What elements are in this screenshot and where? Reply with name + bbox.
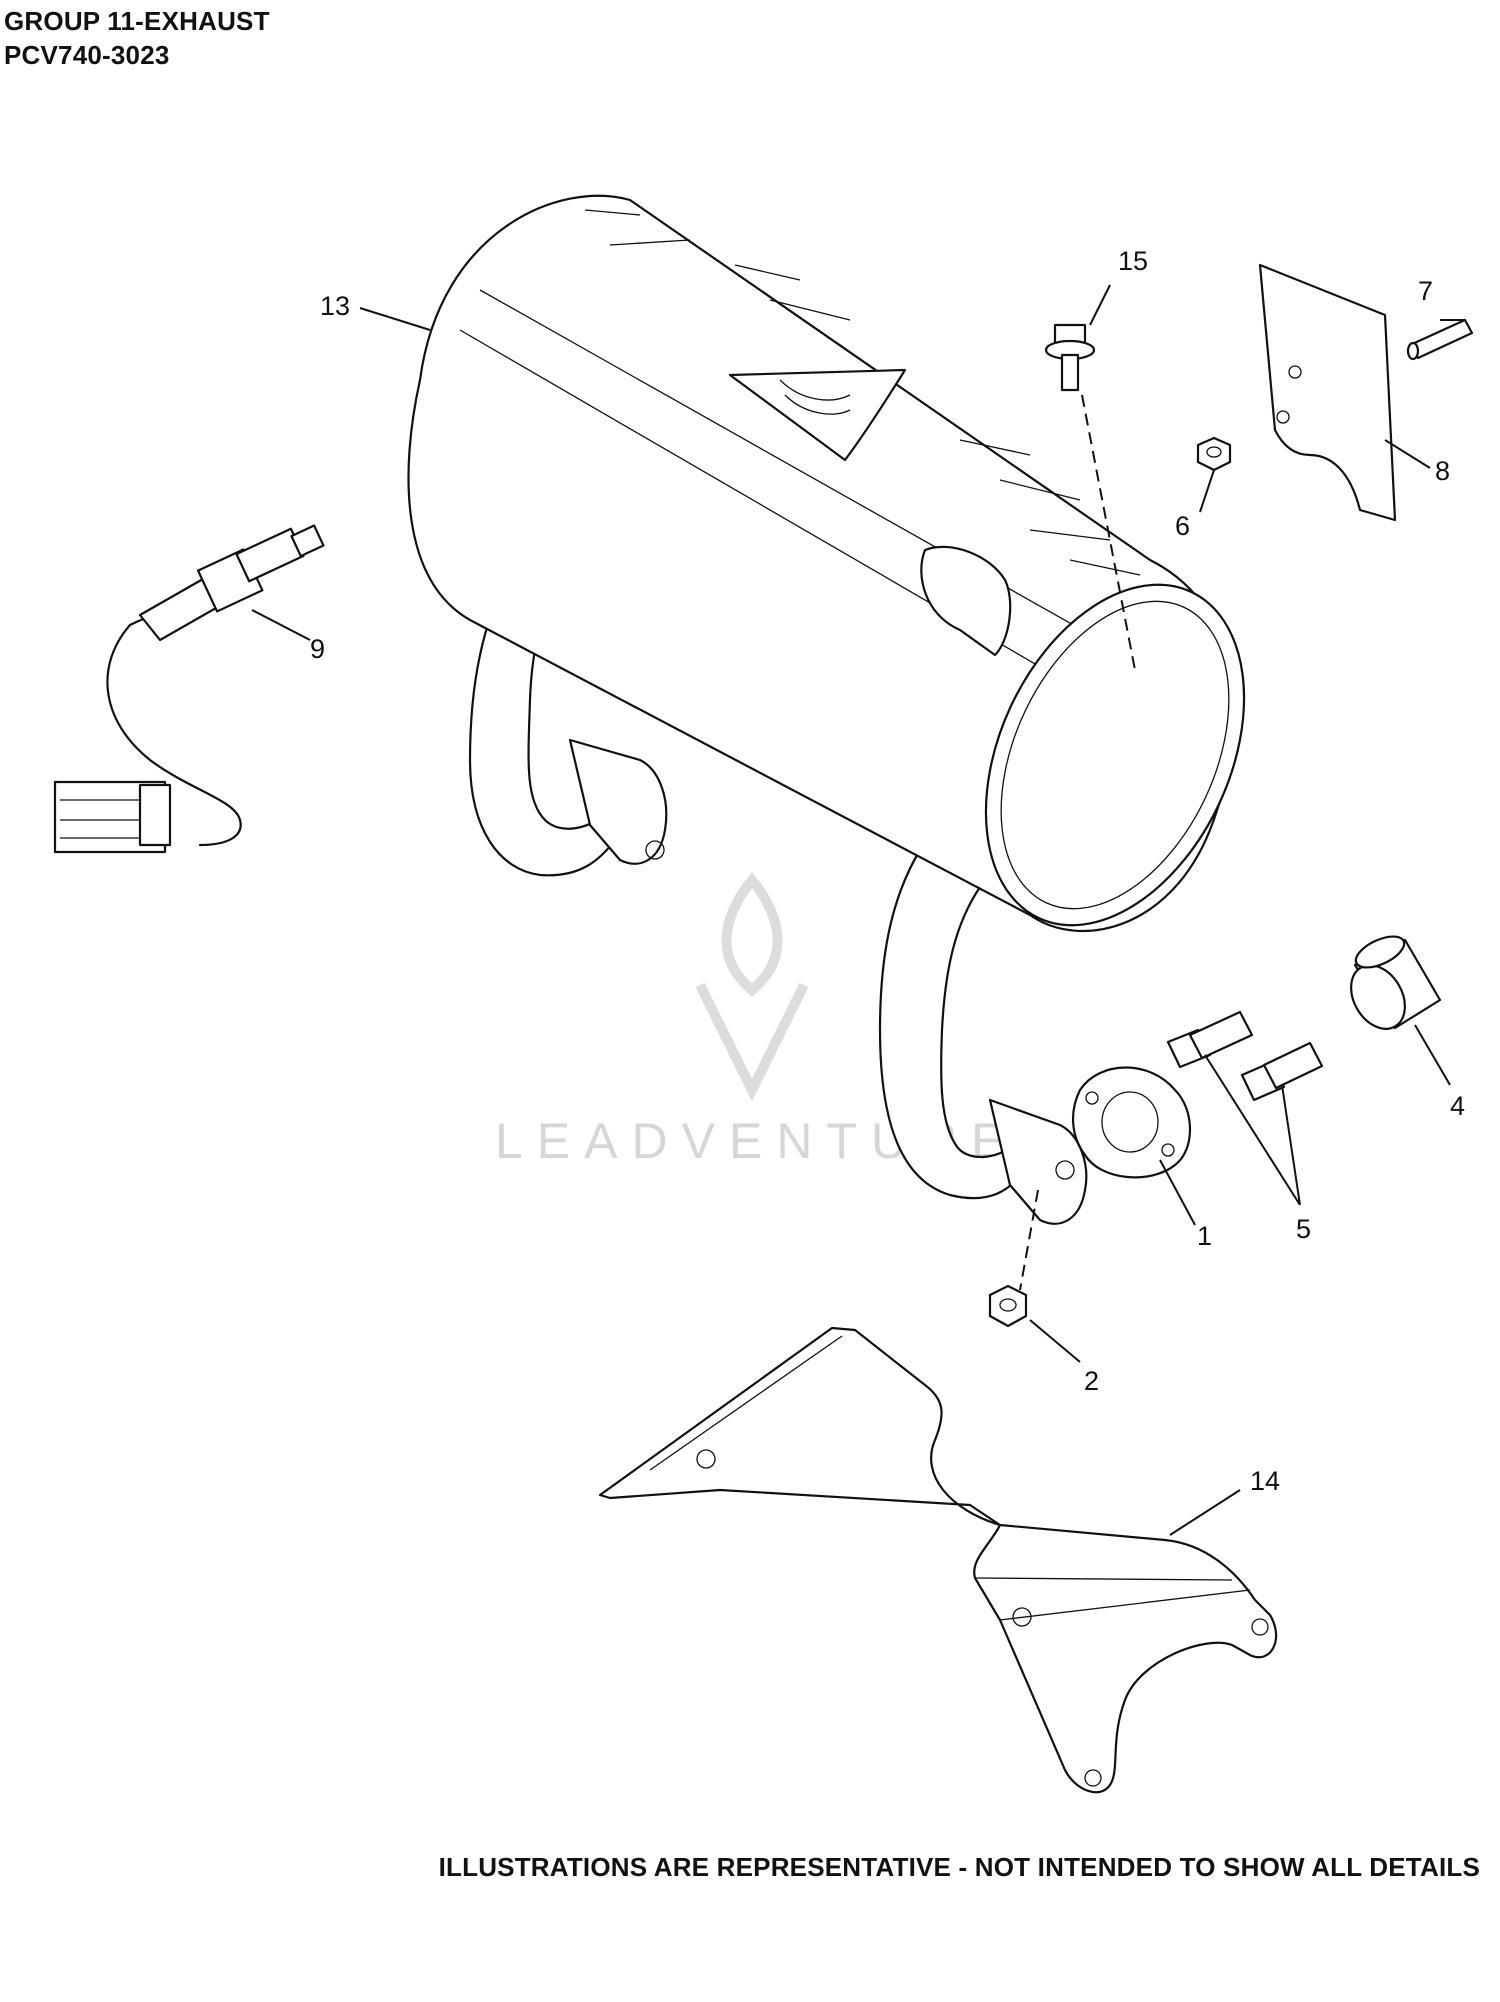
callout-13: 14 bbox=[1250, 1466, 1280, 1496]
flange-bolt bbox=[1044, 323, 1096, 392]
nut-axis-line bbox=[1019, 1189, 1039, 1291]
group-title: GROUP 11-EXHAUST bbox=[4, 6, 270, 36]
pin bbox=[1406, 318, 1474, 361]
exhaust-gasket bbox=[1071, 1066, 1192, 1179]
callout-14: 13 bbox=[320, 291, 350, 321]
callout-1: 1 bbox=[1197, 1221, 1212, 1251]
disclaimer-note: ILLUSTRATIONS ARE REPRESENTATIVE - NOT I… bbox=[438, 1852, 1480, 1882]
leader-lines bbox=[251, 284, 1465, 1536]
model-number: PCV740-3023 bbox=[4, 40, 170, 70]
exhaust-studs bbox=[1166, 1010, 1324, 1102]
muffler bbox=[407, 194, 1246, 933]
oxygen-sensor bbox=[53, 524, 325, 854]
callout-7: 8 bbox=[1435, 456, 1450, 486]
muffler-bracket bbox=[598, 1326, 1278, 1794]
bolt-axis-line bbox=[1081, 394, 1136, 671]
callout-15: 15 bbox=[1118, 246, 1148, 276]
watermark-logo bbox=[695, 871, 809, 1102]
flange-nut bbox=[988, 1284, 1028, 1328]
exhaust-sleeve bbox=[1350, 935, 1442, 1030]
callout-2: 2 bbox=[1084, 1366, 1099, 1396]
callout-8: 6 bbox=[1175, 511, 1190, 541]
heat-shield-plate bbox=[1258, 263, 1397, 522]
callout-9: 9 bbox=[310, 634, 325, 664]
callout-6: 7 bbox=[1418, 276, 1433, 306]
callout-4: 4 bbox=[1450, 1091, 1465, 1121]
callout-5: 5 bbox=[1296, 1214, 1311, 1244]
hex-nut bbox=[1196, 436, 1232, 472]
